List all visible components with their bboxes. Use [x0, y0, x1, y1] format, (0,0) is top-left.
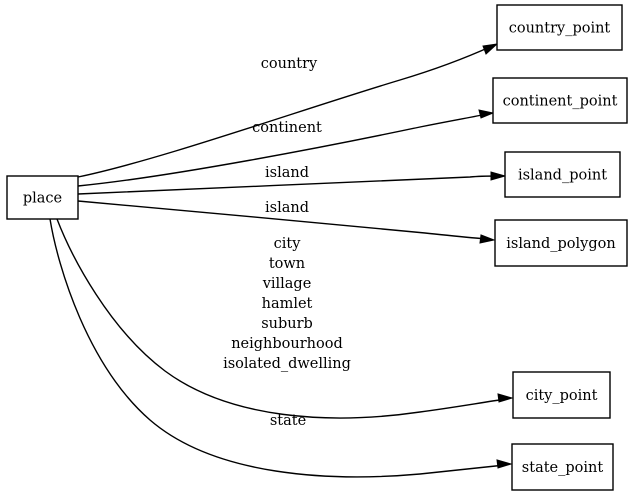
node-city_point-box [512, 371, 611, 419]
edge-label-country: country [261, 56, 318, 72]
node-island_point-label: island_point [518, 168, 607, 184]
node-place-label: place [23, 191, 62, 207]
edge-label-city-line-3: hamlet [262, 296, 313, 312]
edge-label-city-line-0: city [274, 236, 302, 252]
edge-place-state_point[interactable] [49, 218, 513, 478]
node-country_point[interactable]: country_point [496, 4, 623, 51]
edge-place-island_polygon[interactable] [77, 200, 496, 244]
arrow-head-city [497, 393, 514, 403]
edge-label-state: state [270, 413, 306, 429]
edge-label-city-group: city town village hamlet suburb neighbou… [223, 236, 351, 372]
edge-label-city-line-6: isolated_dwelling [223, 356, 351, 372]
node-island_polygon-box [494, 219, 628, 267]
edge-label-city-line-4: suburb [261, 316, 313, 332]
edge-label-city-line-1: town [269, 256, 305, 272]
node-place[interactable]: place [6, 175, 79, 220]
node-continent_point-label: continent_point [503, 94, 618, 110]
node-island_polygon[interactable]: island_polygon [494, 219, 628, 267]
edge-path-country [77, 45, 493, 178]
node-city_point-label: city_point [526, 388, 598, 404]
edge-place-island_point[interactable] [77, 171, 507, 195]
node-country_point-label: country_point [509, 21, 611, 37]
edge-path-state [49, 218, 506, 478]
edge-path-island-point [77, 175, 500, 195]
edge-label-island-polygon: island [265, 200, 309, 216]
node-state_point-box [511, 443, 614, 491]
node-city_point[interactable]: city_point [512, 371, 611, 419]
edge-label-island-point: island [265, 165, 309, 181]
node-continent_point-box [492, 77, 628, 124]
node-state_point-label: state_point [522, 460, 604, 476]
edge-place-country_point[interactable] [77, 43, 499, 178]
node-island_point[interactable]: island_point [504, 151, 621, 198]
node-island_polygon-label: island_polygon [506, 236, 615, 252]
edge-path-island-polygon [77, 200, 489, 240]
node-island_point-box [504, 151, 621, 198]
arrow-head-island-polygon [479, 234, 496, 244]
edge-label-city-line-2: village [262, 276, 312, 292]
edge-path-continent [77, 113, 488, 187]
edge-path-city [56, 218, 507, 419]
edge-place-continent_point[interactable] [77, 109, 495, 187]
arrow-head-state [496, 459, 513, 469]
edge-label-city-line-5: neighbourhood [231, 336, 343, 352]
node-place-box [6, 175, 79, 220]
node-continent_point[interactable]: continent_point [492, 77, 628, 124]
arrow-head-island-point [490, 171, 507, 181]
edge-place-city_point[interactable] [56, 218, 514, 419]
arrow-head-country [482, 43, 499, 55]
arrow-head-continent [478, 109, 495, 119]
node-country_point-box [496, 4, 623, 51]
node-state_point[interactable]: state_point [511, 443, 614, 491]
edge-label-continent: continent [252, 120, 322, 136]
